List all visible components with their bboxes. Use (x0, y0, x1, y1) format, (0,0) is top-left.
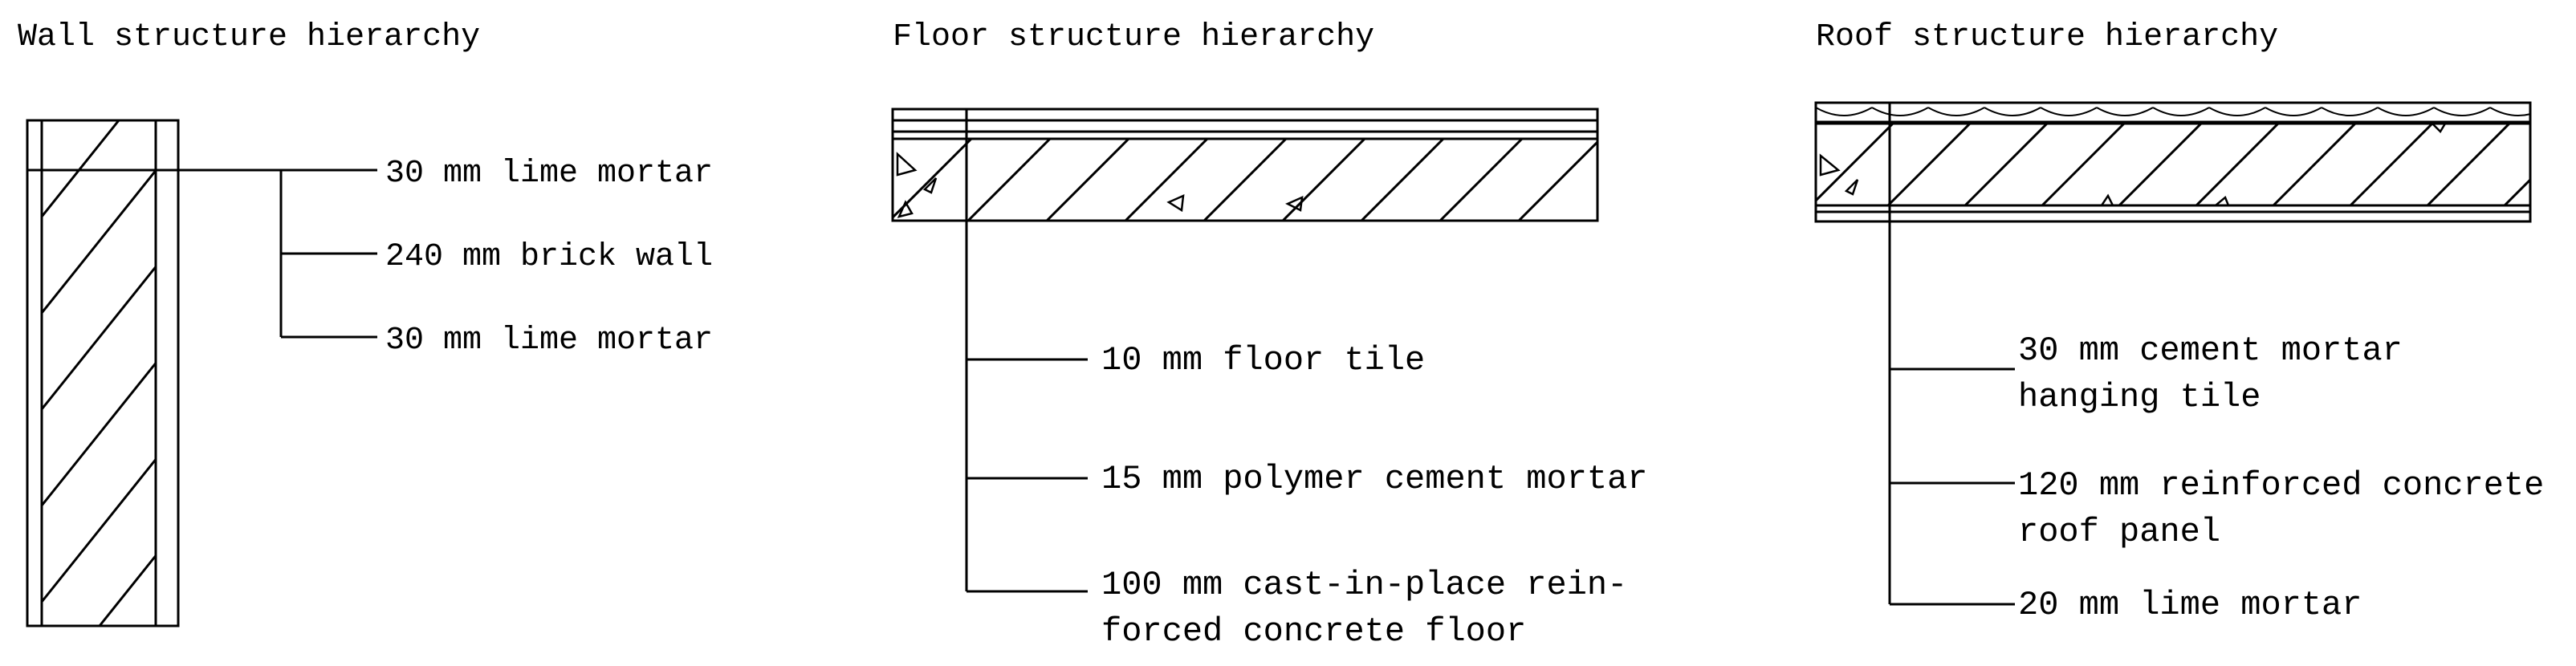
hatch-line (1439, 139, 1524, 221)
hatch-line (42, 169, 156, 315)
hatch-line (42, 120, 120, 219)
floor-label-3-line-1: 100 mm cast-in-place rein- (1101, 566, 1627, 604)
wall-outline (26, 119, 180, 627)
aggregate-marks (1819, 122, 2448, 207)
hatch-line (1045, 139, 1130, 221)
hatch-line (2118, 124, 2203, 205)
hatch-line (893, 139, 894, 141)
hatch-line (2349, 124, 2434, 205)
hatch-line (2195, 124, 2280, 205)
wall-label-2: 240 mm brick wall (385, 239, 713, 275)
hatch-line (2503, 177, 2530, 205)
floor-panel: Floor structure hierarchy (891, 19, 1648, 651)
floor-outline (891, 108, 1599, 222)
hatch-line (42, 457, 156, 604)
hatch-line (1816, 124, 1894, 203)
floor-section (891, 108, 1599, 222)
tile-scallop (2040, 107, 2098, 116)
hatch-line (1596, 218, 1597, 221)
hatch-line (2041, 124, 2126, 205)
tile-scallop (2208, 107, 2266, 116)
tile-scallop (2152, 107, 2210, 116)
hatch-line (1203, 139, 1288, 221)
hatch-line (42, 265, 156, 412)
floor-leaders (965, 109, 1088, 593)
hatch-line (1886, 124, 1972, 205)
hatch-line (2426, 124, 2511, 205)
hatch-line (177, 120, 581, 626)
hatch-line (42, 361, 156, 508)
roof-label-1-line-2: hanging tile (2018, 378, 2261, 416)
hatch-line (2272, 124, 2357, 205)
hatch-line (1517, 140, 1597, 221)
wall-panel: Wall structure hierarchy 30 mm lime mort… (18, 19, 713, 627)
wall-section (26, 119, 581, 627)
hatch-line (1964, 124, 2049, 205)
hatch-line (42, 120, 43, 123)
roof-title: Roof structure hierarchy (1816, 19, 2278, 55)
floor-title: Floor structure hierarchy (893, 19, 1374, 55)
roof-label-1-line-1: 30 mm cement mortar (2018, 331, 2403, 370)
hatch-line (967, 139, 1052, 221)
hatch-line (1281, 139, 1366, 221)
hatch-line (98, 554, 156, 626)
roof-label-2-line-2: roof panel (2018, 513, 2220, 551)
tile-scallop (2377, 107, 2435, 116)
roof-panel: Roof structure hierarchy (1814, 19, 2544, 624)
roof-label-2-line-1: 120 mm reinforced concrete (2018, 466, 2544, 505)
aggregate-marks (896, 152, 1304, 218)
roof-label-3: 20 mm lime mortar (2018, 586, 2362, 624)
floor-label-1: 10 mm floor tile (1101, 341, 1425, 380)
wall-leaders (27, 169, 377, 339)
tile-scallop (1927, 107, 1985, 116)
tile-scallop (2265, 107, 2322, 116)
tile-scallop (1871, 107, 1929, 116)
tile-scallop (2096, 107, 2154, 116)
wall-title: Wall structure hierarchy (18, 19, 480, 55)
wall-label-1: 30 mm lime mortar (385, 156, 713, 192)
wall-label-3: 30 mm lime mortar (385, 323, 713, 359)
tile-scallop (1816, 107, 1873, 116)
hatch-line (1124, 139, 1209, 221)
floor-label-3-line-2: forced concrete floor (1101, 612, 1526, 651)
tile-scallop (2433, 107, 2491, 116)
roof-section (1814, 101, 2532, 223)
hatch-line (1360, 139, 1445, 221)
concrete-hatch (893, 139, 1597, 221)
hanging-tile-pattern (1816, 107, 2530, 116)
tile-scallop (2489, 107, 2530, 116)
reinforced-concrete-hatch (1816, 124, 2530, 205)
roof-leaders (1888, 103, 2015, 606)
hatch-line (1816, 124, 1817, 126)
floor-label-2: 15 mm polymer cement mortar (1101, 460, 1648, 498)
tile-scallop (2321, 107, 2379, 116)
tile-scallop (1984, 107, 2041, 116)
roof-outline (1814, 101, 2532, 223)
brick-hatch (42, 120, 581, 626)
